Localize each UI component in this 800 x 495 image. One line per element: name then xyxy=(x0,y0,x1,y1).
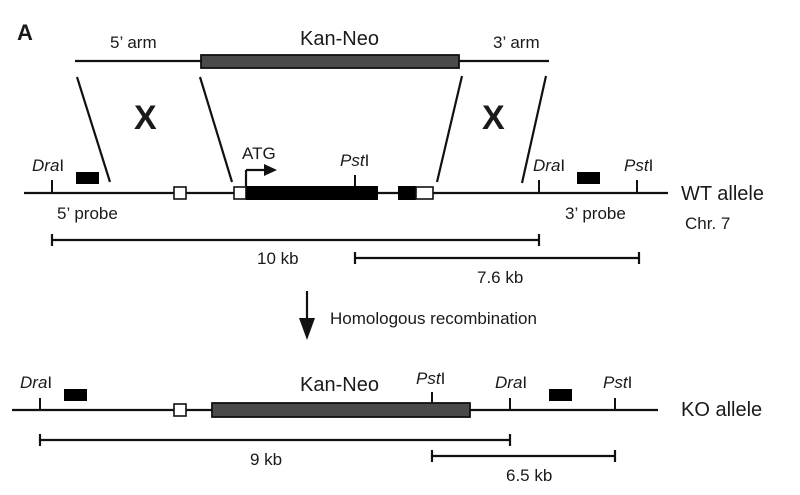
crossover-line-3b xyxy=(520,75,548,184)
atg-start-arrow-icon xyxy=(244,164,277,186)
chromosome-label: Chr. 7 xyxy=(685,214,730,233)
crossover-symbol-5: X xyxy=(134,99,157,137)
arm3-label: 3’ arm xyxy=(493,33,540,52)
wt-exon-2-utr xyxy=(233,186,247,200)
ko-fragment-pst1-label: 6.5 kb xyxy=(506,466,552,485)
probe3-label: 3’ probe xyxy=(565,204,626,223)
panel-label: A xyxy=(17,20,33,45)
probe3 xyxy=(577,172,600,184)
wt-pst1-exon-label: PstI xyxy=(340,151,369,170)
wt-exon-2-coding xyxy=(246,186,378,200)
ko-probe5 xyxy=(64,389,87,401)
ko-fragment-dra1 xyxy=(38,434,512,446)
cassette-label: Kan-Neo xyxy=(300,28,379,50)
crossover-line-3a xyxy=(435,75,464,183)
ko-probe3 xyxy=(549,389,572,401)
wt-fragment-dra1-label: 10 kb xyxy=(257,249,299,268)
ko-dra1-left-label: DraI xyxy=(20,373,52,392)
ko-dra1-right-label: DraI xyxy=(495,373,527,392)
wt-fragment-pst1-label: 7.6 kb xyxy=(477,268,523,287)
ko-cassette-label: Kan-Neo xyxy=(300,374,379,396)
ko-pst1-right-label: PstI xyxy=(603,373,632,392)
crossover-symbol-3: X xyxy=(482,99,505,137)
wt-exon-1 xyxy=(173,186,187,200)
crossover-line-5a xyxy=(75,76,112,183)
recombination-label: Homologous recombination xyxy=(330,309,537,328)
ko-fragment-dra1-label: 9 kb xyxy=(250,450,282,469)
ko-fragment-pst1 xyxy=(430,450,617,462)
atg-label: ATG xyxy=(242,144,276,163)
wt-dra1-left-label: DraI xyxy=(32,156,64,175)
wt-exon-3-utr xyxy=(415,186,434,200)
wt-fragment-pst1 xyxy=(353,252,641,264)
recombination-arrow-icon xyxy=(299,291,315,340)
wt-allele-label: WT allele xyxy=(681,183,764,205)
wt-exon-3-coding xyxy=(398,186,416,200)
ko-pst1-cassette-label: PstI xyxy=(416,369,445,388)
ko-allele: DraI Kan-Neo PstI DraI PstI KO allele 9 … xyxy=(12,369,762,485)
probe5-label: 5’ probe xyxy=(57,204,118,223)
wt-fragment-dra1 xyxy=(50,234,541,246)
ko-kan-neo-cassette xyxy=(211,402,471,418)
wt-dra1-right-label: DraI xyxy=(533,156,565,175)
ko-allele-label: KO allele xyxy=(681,399,762,421)
wt-pst1-right-label: PstI xyxy=(624,156,653,175)
wt-allele: DraI 5’ probe ATG PstI DraI 3’ probe Pst… xyxy=(24,144,764,287)
probe5 xyxy=(76,172,99,184)
targeting-vector: 5’ arm Kan-Neo 3’ arm X X xyxy=(75,28,549,184)
crossover-line-5b xyxy=(198,76,234,183)
kan-neo-cassette xyxy=(200,54,460,69)
arm5-label: 5’ arm xyxy=(110,33,157,52)
ko-exon-1 xyxy=(173,403,187,417)
